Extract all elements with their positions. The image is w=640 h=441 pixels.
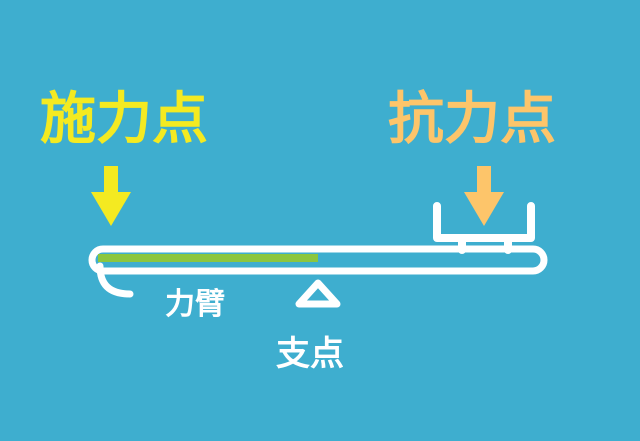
- fulcrum-triangle-icon: [295, 279, 341, 308]
- effort-arm-label: 力臂: [165, 287, 225, 322]
- effort-point-label: 施力点: [40, 87, 208, 152]
- load-arrow-icon: [464, 166, 504, 226]
- load-tray: [433, 202, 535, 242]
- fulcrum-label: 支点: [276, 334, 344, 374]
- load-point-label: 抗力点: [388, 87, 556, 152]
- lever-bar: [88, 245, 548, 275]
- effort-arm-bar: [98, 254, 318, 262]
- effort-arrow-icon: [91, 166, 131, 226]
- lever-hook: [96, 262, 134, 298]
